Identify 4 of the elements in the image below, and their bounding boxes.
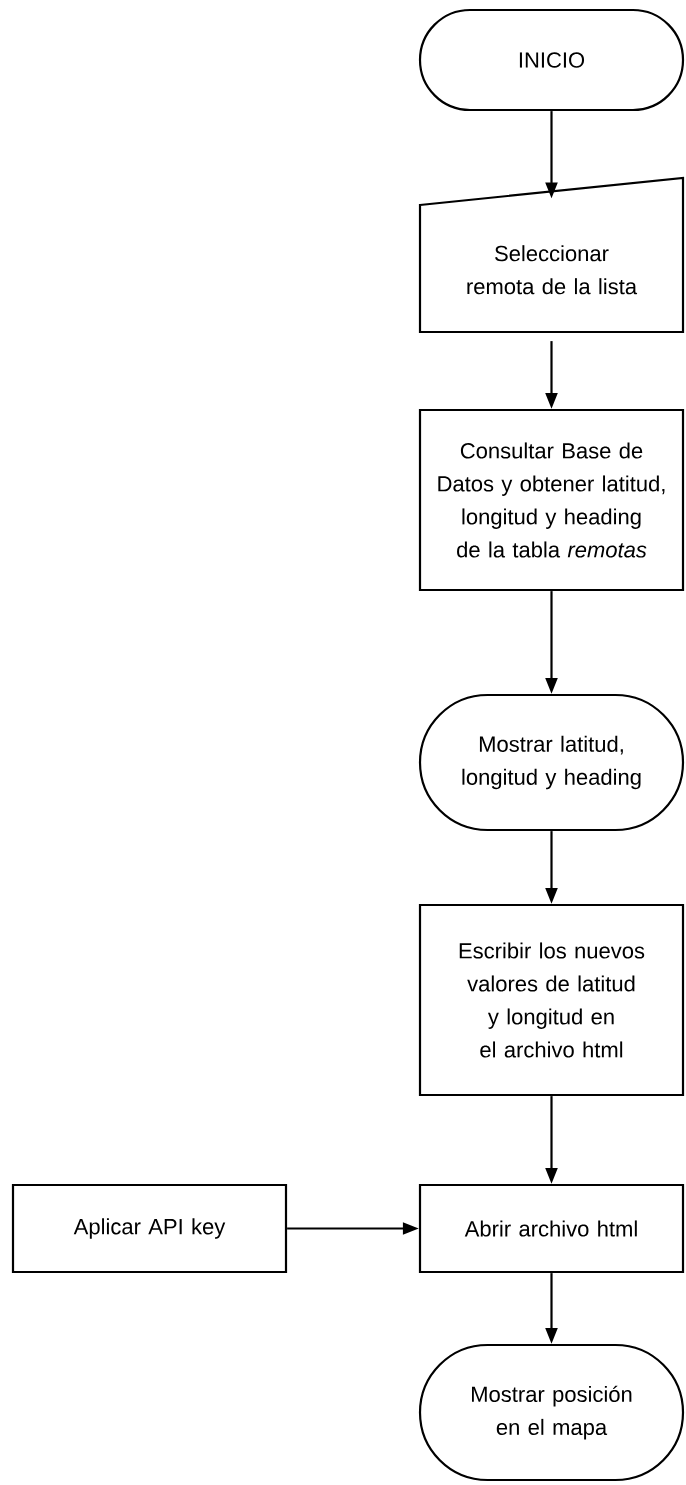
process-box: Escribir los nuevos valores de latitud y longitud en el archivo html	[418, 903, 685, 1097]
process-box: Consultar Base de Datos y obtener latitud, longitud y heading de la tabla remotas	[418, 408, 685, 592]
process-box: Abrir archivo html	[418, 1183, 685, 1274]
process-box: Aplicar API key	[11, 1183, 288, 1274]
